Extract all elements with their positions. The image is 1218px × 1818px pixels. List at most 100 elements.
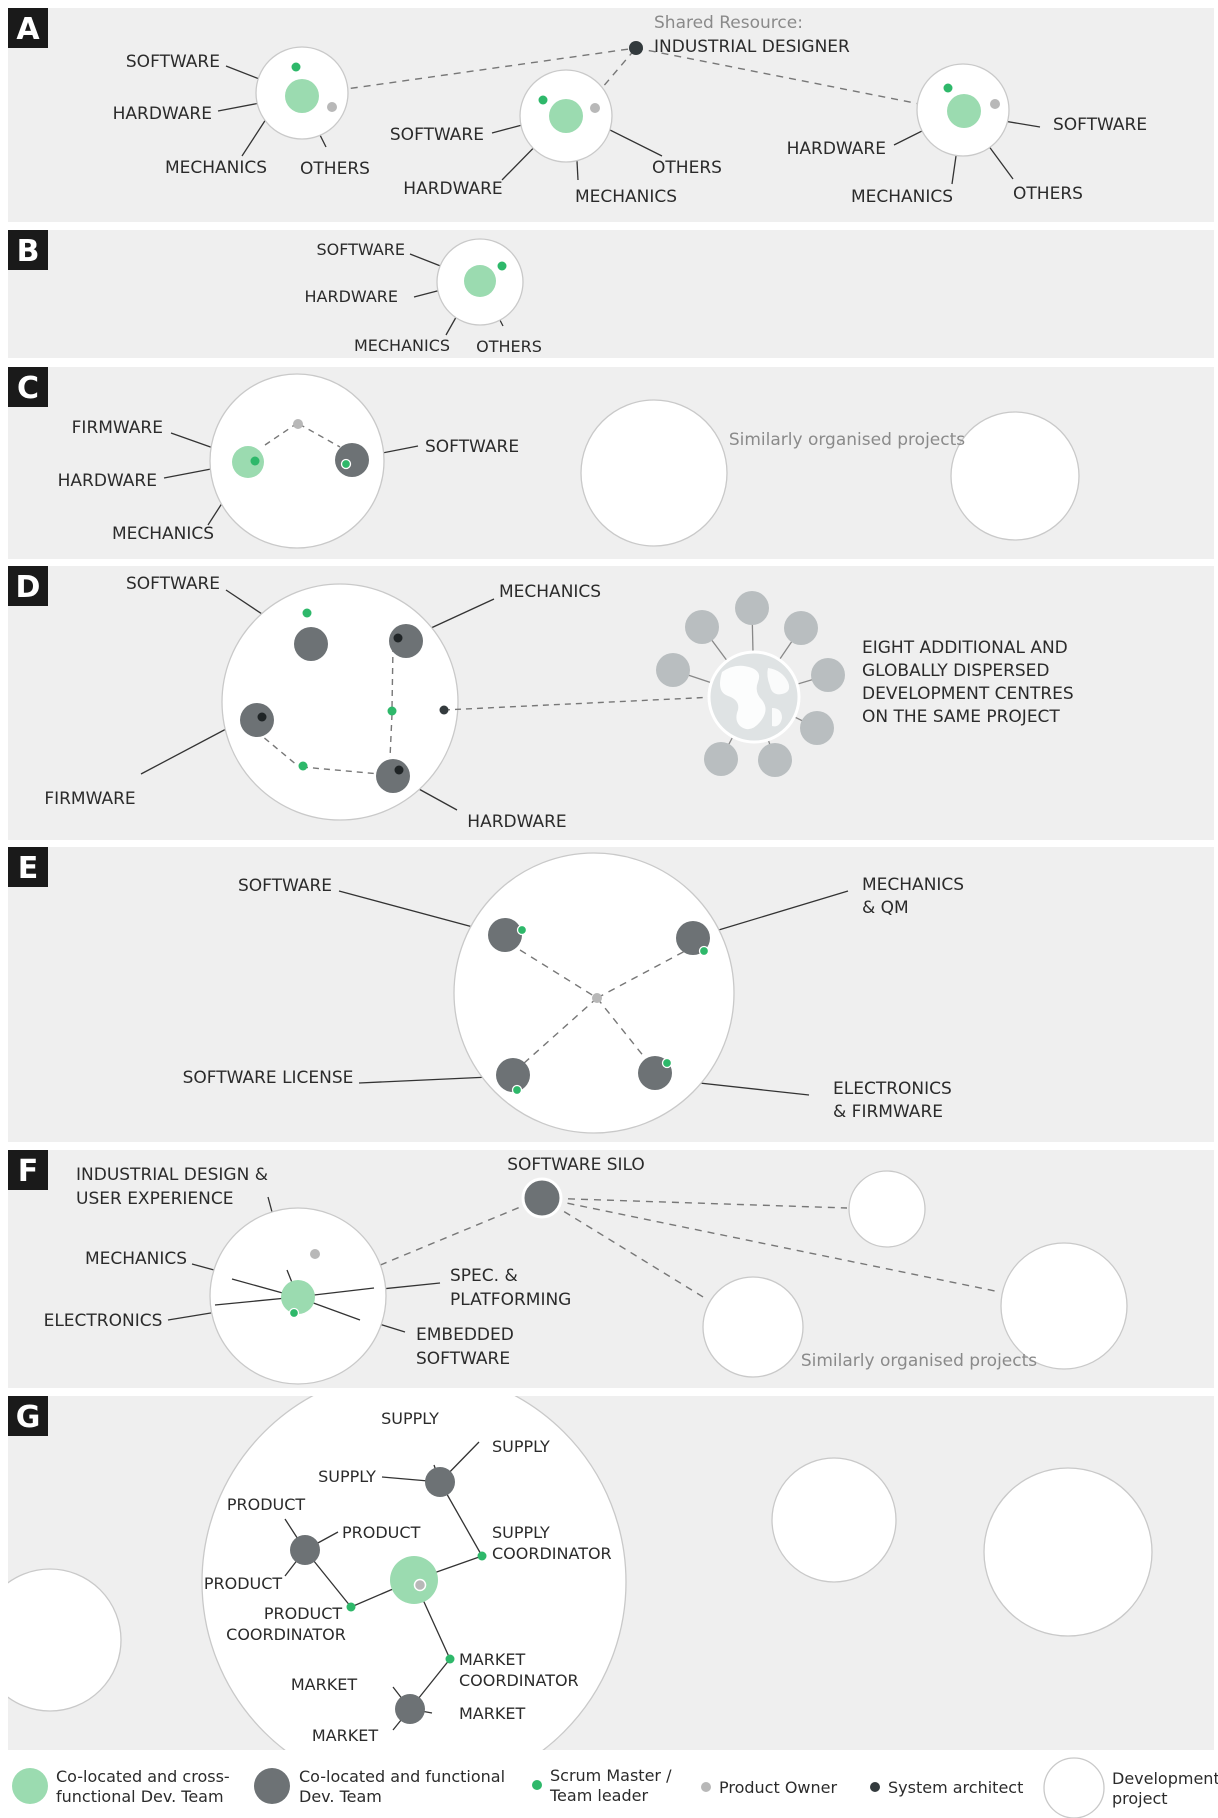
scrum-master-dot	[298, 761, 308, 771]
cross-functional-team-swatch	[12, 1768, 48, 1804]
legend: Co-located and cross- functional Dev. Te…	[12, 1757, 1218, 1818]
market-left-label: MARKET	[291, 1675, 357, 1694]
panel-letter-f: F	[18, 1154, 39, 1189]
dispersed-label-line-3: DEVELOPMENT CENTRES	[862, 684, 1074, 704]
mechanics-label: MECHANICS	[499, 582, 601, 602]
development-project	[1000, 1242, 1128, 1370]
mechanics-label: MECHANICS	[85, 1249, 187, 1269]
scrum-master-dot	[698, 945, 710, 957]
spec-2-label: PLATFORMING	[450, 1290, 571, 1310]
legend-item-development-project: Development project	[1043, 1757, 1218, 1818]
market-coord-2-label: COORDINATOR	[459, 1671, 579, 1690]
p2-others-label: OTHERS	[652, 158, 722, 178]
product-owner-dot	[327, 102, 337, 112]
shared-resource-name: INDUSTRIAL DESIGNER	[654, 37, 850, 57]
panel-c: FIRMWARE HARDWARE MECHANICS SOFTWARE Sim…	[58, 373, 1080, 549]
func-2-label: Dev. Team	[299, 1787, 382, 1806]
scrum-master-dot	[943, 83, 953, 93]
system-architect-swatch	[870, 1782, 880, 1792]
panel-a: Shared Resource: INDUSTRIAL DESIGNER SOF…	[113, 13, 1148, 207]
legend-item-system-architect: System architect	[870, 1778, 1023, 1797]
scrum-master-dot	[340, 458, 352, 470]
functional-team	[240, 703, 274, 737]
product-owner-dot	[590, 103, 600, 113]
development-project	[848, 1170, 926, 1248]
development-project	[771, 1457, 897, 1583]
cross-2-label: functional Dev. Team	[56, 1787, 224, 1806]
product-owner-swatch	[701, 1782, 711, 1792]
legend-item-scrum-master: Scrum Master / Team leader	[532, 1766, 672, 1805]
development-project	[580, 399, 728, 547]
scrum-master-dot	[516, 924, 528, 936]
panel-a-project-1: SOFTWARE HARDWARE MECHANICS OTHERS	[113, 46, 370, 179]
similar-projects-label: Similarly organised projects	[801, 1351, 1037, 1371]
p2-software-label: SOFTWARE	[390, 125, 484, 145]
product-coord-1-label: PRODUCT	[264, 1604, 343, 1623]
scrum-master-swatch	[532, 1780, 542, 1790]
remote-team	[685, 610, 719, 644]
po-label: Product Owner	[719, 1778, 838, 1797]
market-bottom-label: MARKET	[312, 1726, 378, 1745]
development-project	[702, 1276, 804, 1378]
software-label: SOFTWARE	[126, 574, 220, 594]
panel-letter-a: A	[16, 12, 40, 47]
panel-g: SUPPLY SUPPLY SUPPLY SUPPLY COORDINATOR …	[8, 1396, 1153, 1750]
cross-functional-team	[464, 265, 496, 297]
cross-functional-team	[549, 99, 583, 133]
product-owner-dot	[592, 993, 602, 1003]
remote-team	[656, 653, 690, 687]
dev-1-label: Development	[1112, 1769, 1218, 1788]
firmware-label: FIRMWARE	[44, 789, 135, 809]
dispersed-label-line-2: GLOBALLY DISPERSED	[862, 661, 1050, 681]
legend-item-functional: Co-located and functional Dev. Team	[254, 1767, 505, 1806]
scrum-master-dot	[346, 1602, 356, 1612]
embedded-1-label: EMBEDDED	[416, 1325, 514, 1345]
software-label: SOFTWARE	[316, 240, 405, 259]
development-project	[8, 1568, 122, 1712]
sa-label: System architect	[888, 1778, 1023, 1797]
embedded-2-label: SOFTWARE	[416, 1349, 510, 1369]
functional-team	[395, 1694, 425, 1724]
legend-item-cross-functional: Co-located and cross- functional Dev. Te…	[12, 1767, 230, 1806]
scrum-master-dot	[445, 1654, 455, 1664]
functional-team	[488, 918, 522, 952]
remote-team	[811, 658, 845, 692]
p1-mechanics-label: MECHANICS	[165, 158, 267, 178]
panel-a-project-2: SOFTWARE HARDWARE MECHANICS OTHERS	[390, 69, 722, 207]
electronics-label: ELECTRONICS	[44, 1311, 163, 1331]
scrum-master-dot	[497, 261, 507, 271]
scrum-master-dot	[538, 95, 548, 105]
cross-1-label: Co-located and cross-	[56, 1767, 230, 1786]
panel-letters: A B C D E F G	[8, 8, 48, 1436]
product-left-label: PRODUCT	[204, 1574, 283, 1593]
product-owner-dot	[990, 99, 1000, 109]
software-label: SOFTWARE	[238, 876, 332, 896]
panel-letter-e: E	[18, 851, 39, 886]
panel-b-bg	[8, 230, 1214, 358]
industrial-1-label: INDUSTRIAL DESIGN &	[76, 1165, 268, 1185]
firmware-label: FIRMWARE	[72, 418, 163, 438]
cross-functional-team	[390, 1556, 438, 1604]
supply-coord-2-label: COORDINATOR	[492, 1544, 612, 1563]
dispersed-label-line-1: EIGHT ADDITIONAL AND	[862, 638, 1068, 658]
silo-label: SOFTWARE SILO	[507, 1155, 645, 1175]
supply-right-label: SUPPLY	[492, 1437, 550, 1456]
industrial-2-label: USER EXPERIENCE	[76, 1189, 233, 1209]
system-architect-dot	[393, 633, 403, 643]
supply-coord-1-label: SUPPLY	[492, 1523, 550, 1542]
product-owner-dot	[413, 1578, 427, 1592]
mechanics-label: MECHANICS	[112, 524, 214, 544]
hardware-label: HARDWARE	[467, 812, 566, 832]
cross-functional-team	[281, 1280, 315, 1314]
p1-software-label: SOFTWARE	[126, 52, 220, 72]
func-1-label: Co-located and functional	[299, 1767, 505, 1786]
functional-team	[290, 1535, 320, 1565]
electronics-2-label: & FIRMWARE	[833, 1102, 943, 1122]
functional-team	[335, 443, 369, 477]
scrum-1-label: Scrum Master /	[550, 1766, 672, 1785]
spec-1-label: SPEC. &	[450, 1266, 518, 1286]
development-project-swatch	[1043, 1757, 1105, 1818]
p3-others-label: OTHERS	[1013, 184, 1083, 204]
p3-mechanics-label: MECHANICS	[851, 187, 953, 207]
